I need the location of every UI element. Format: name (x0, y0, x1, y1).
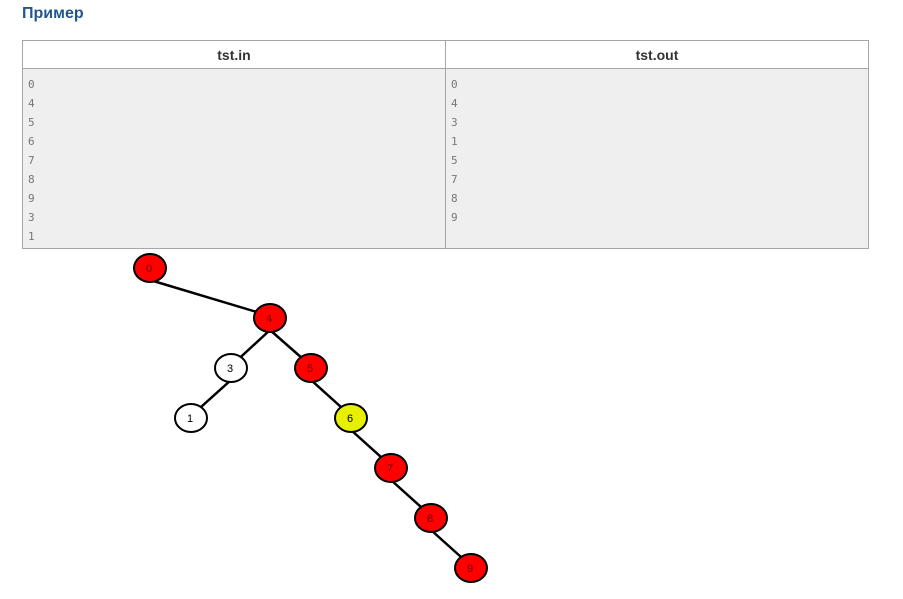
tree-node-label: 5 (307, 363, 313, 375)
line-output_lines: 9 (451, 211, 458, 224)
line-input_lines: 1 (28, 230, 35, 243)
line-output_lines: 3 (451, 116, 458, 129)
tree-node-label: 9 (467, 563, 473, 575)
tree-node: 9 (454, 553, 488, 583)
tree-node: 7 (374, 453, 408, 483)
input-cell: 0 4 5 6 7 8 9 3 1 (22, 68, 446, 249)
tree-node-circle (174, 403, 208, 433)
tree-node-label: 8 (427, 513, 433, 525)
tree-node-label: 1 (187, 413, 193, 425)
tree-node: 6 (334, 403, 368, 433)
tree-node-label: 7 (387, 463, 393, 475)
line-input_lines: 8 (28, 173, 35, 186)
tree-node-label: 6 (347, 413, 353, 425)
tree-node-circle (414, 503, 448, 533)
line-output_lines: 5 (451, 154, 458, 167)
tree-node-circle (214, 353, 248, 383)
line-output_lines: 4 (451, 97, 458, 110)
line-output_lines: 8 (451, 192, 458, 205)
output-lines: 0 4 3 1 5 7 8 9 (451, 75, 863, 227)
tree-node-label: 4 (266, 313, 272, 325)
tree-node-circle (253, 303, 287, 333)
tree-node: 1 (174, 403, 208, 433)
line-input_lines: 3 (28, 211, 35, 224)
line-input_lines: 9 (28, 192, 35, 205)
line-input_lines: 4 (28, 97, 35, 110)
tree-node: 5 (294, 353, 328, 383)
line-input_lines: 6 (28, 135, 35, 148)
tree-node-circle (374, 453, 408, 483)
tree-node-circle (334, 403, 368, 433)
tree-node: 0 (133, 253, 167, 283)
line-input_lines: 5 (28, 116, 35, 129)
tree-node: 8 (414, 503, 448, 533)
tree-node-circle (133, 253, 167, 283)
tree-node: 4 (253, 303, 287, 333)
line-input_lines: 7 (28, 154, 35, 167)
tree-edge (149, 278, 271, 318)
tree-node-label: 3 (227, 363, 233, 375)
tree-node-label: 0 (146, 263, 152, 275)
column-header-output: tst.out (445, 40, 869, 69)
input-lines: 0 4 5 6 7 8 9 3 1 (28, 75, 440, 246)
line-input_lines: 0 (28, 78, 35, 91)
line-output_lines: 1 (451, 135, 458, 148)
tree-node-circle (454, 553, 488, 583)
tree-node: 3 (214, 353, 248, 383)
line-output_lines: 7 (451, 173, 458, 186)
line-output_lines: 0 (451, 78, 458, 91)
output-cell: 0 4 3 1 5 7 8 9 (445, 68, 869, 249)
tree-node-circle (294, 353, 328, 383)
section-title: Пример (22, 5, 84, 22)
